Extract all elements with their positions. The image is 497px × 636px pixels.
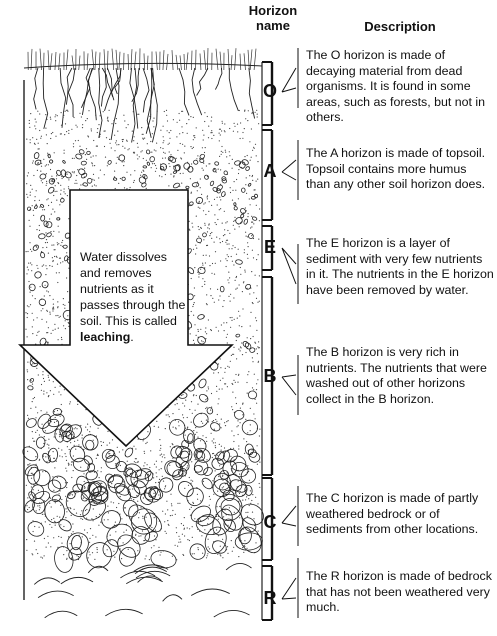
horizon-c-label: C <box>263 512 277 532</box>
pebbles <box>22 149 264 573</box>
bedrock-lines <box>33 563 252 619</box>
horizon-r-label: R <box>263 588 277 608</box>
description-header: Description <box>364 19 436 34</box>
horizon-r-description: The R horizon is made of bedrock that ha… <box>306 569 492 615</box>
horizon-e-description: The E horizon is a layer of sediment wit… <box>306 236 494 297</box>
leaching-caption: Water dissolves and removes nutrients as… <box>80 250 186 344</box>
roots <box>23 48 263 143</box>
horizon-e-label: E <box>263 237 276 257</box>
horizon-o-label: O <box>262 81 277 101</box>
horizon-o-description: The O horizon is made of decaying materi… <box>306 48 486 125</box>
horizon-brackets <box>262 48 299 621</box>
leaching-term: leaching <box>80 330 131 344</box>
horizon-a-label: A <box>263 161 277 181</box>
horizon-name-header: Horizon name <box>248 3 298 33</box>
horizon-c-description: The C horizon is made of partly weathere… <box>306 491 479 537</box>
leaching-arrow <box>18 189 234 448</box>
horizon-a-description: The A horizon is made of topsoil. Topsoi… <box>306 146 486 192</box>
horizon-b-description: The B horizon is very rich in nutrients.… <box>306 345 487 406</box>
horizon-b-label: B <box>263 366 277 386</box>
